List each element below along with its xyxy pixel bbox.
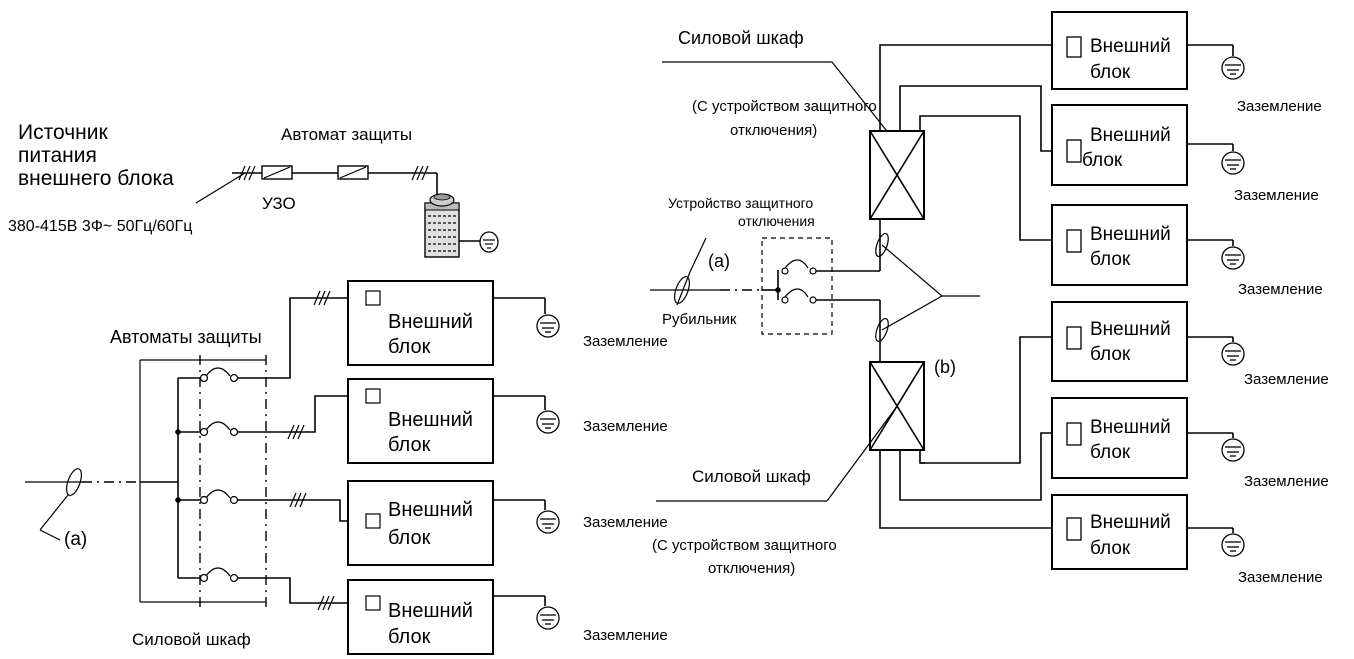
unit-label-line1: Внешний <box>388 499 473 521</box>
unit-label-line1: Внешний <box>388 600 473 622</box>
voltage-spec: 380-415В 3Ф~ 50Гц/60Гц <box>8 218 192 235</box>
wire-count-mark-2 <box>411 165 429 181</box>
unit-label-line2: блок <box>388 626 431 648</box>
earth-icon <box>536 314 560 338</box>
earth-label: Заземление <box>1238 569 1323 586</box>
earth-icon <box>1221 533 1245 557</box>
unit-label-line2: блок <box>388 336 431 358</box>
right-section: Силовой шкаф (С устройством защитного от… <box>650 11 1329 586</box>
switch-b-label: (b) <box>934 357 956 377</box>
unit-label-line2: блок <box>1090 62 1131 83</box>
earth-label: Заземление <box>583 418 668 435</box>
earth-label: Заземление <box>1244 371 1329 388</box>
cabinet-label: Силовой шкаф <box>132 630 251 649</box>
left-unit-4: Внешний блок Заземление <box>347 579 668 655</box>
earth-icon <box>536 606 560 630</box>
unit-label-line1: Внешний <box>1090 224 1171 245</box>
earth-icon <box>536 510 560 534</box>
earth-icon <box>1221 246 1245 270</box>
earth-label: Заземление <box>1237 98 1322 115</box>
cable-mark <box>875 317 889 343</box>
earth-label: Заземление <box>583 333 668 350</box>
earth-icon <box>1221 342 1245 366</box>
unit-label-line1: Внешний <box>1090 125 1171 146</box>
earth-icon <box>536 410 560 434</box>
unit-label-line1: Внешний <box>1090 512 1171 533</box>
breaker-1 <box>178 367 239 383</box>
wire-marks-left <box>287 290 335 611</box>
unit-label-line1: Внешний <box>388 409 473 431</box>
rcd-label-line1: Устройство защитного <box>668 195 813 211</box>
unit-label-line2: блок <box>388 527 431 549</box>
outdoor-unit-icon <box>424 193 460 258</box>
breakers-label: Автоматы защиты <box>110 327 262 347</box>
rcd-label-line2: отключения <box>738 213 815 229</box>
unit-label-line1: Внешний <box>1090 417 1171 438</box>
unit-label-line1: Внешний <box>388 311 473 333</box>
earth-label: Заземление <box>583 627 668 644</box>
source-leader <box>195 172 246 204</box>
wire-count-mark-1 <box>238 165 256 181</box>
earth-icon <box>1221 56 1245 80</box>
switch-a-label: (a) <box>708 251 730 271</box>
single-supply-section: Источник питания внешнего блока 380-415В… <box>8 121 499 258</box>
breaker-3 <box>178 489 239 505</box>
unit-label-line2: блок <box>1090 442 1131 463</box>
main-switch-a <box>39 468 82 541</box>
top-cabinet-note2: отключения) <box>730 122 817 139</box>
rcd-contacts <box>781 259 817 304</box>
right-unit-1: Внешний блок Заземление <box>1051 11 1322 115</box>
earth-label: Заземление <box>1238 281 1323 298</box>
unit-label-line2: блок <box>1090 249 1131 270</box>
unit-label-line2: блок <box>1090 538 1131 559</box>
breaker-2 <box>178 421 239 437</box>
unit-label-line2: блок <box>1090 344 1131 365</box>
left-unit-1: Внешний блок Заземление <box>347 280 668 366</box>
right-unit-2: Внешний блок Заземление <box>1051 104 1319 204</box>
left-unit-3: Внешний блок Заземление <box>347 480 668 566</box>
source-label-line3: внешнего блока <box>18 167 174 190</box>
switch-a-label: (a) <box>64 529 87 550</box>
rcd-label: УЗО <box>262 194 296 213</box>
unit-label-line2: блок <box>388 434 431 456</box>
breaker-4 <box>178 567 239 583</box>
source-label-line1: Источник <box>18 121 108 144</box>
earth-label: Заземление <box>1234 187 1319 204</box>
bottom-cabinet-note2: отключения) <box>708 560 795 577</box>
bottom-cabinet-note1: (С устройством защитного <box>652 537 837 554</box>
right-unit-3: Внешний блок Заземление <box>1051 204 1323 298</box>
left-cabinet-section: Автоматы защиты Силовой шкаф (a) <box>25 280 668 655</box>
earth-icon <box>1221 151 1245 175</box>
knife-switch <box>650 237 720 306</box>
unit-label-line1: Внешний <box>1090 36 1171 57</box>
cable-mark <box>875 232 889 258</box>
unit-label-line2: блок <box>1082 150 1123 171</box>
earth-label: Заземление <box>583 514 668 531</box>
knife-switch-label: Рубильник <box>662 311 737 328</box>
bottom-cabinet-title: Силовой шкаф <box>692 467 811 486</box>
source-label-line2: питания <box>18 144 97 167</box>
rcd-box <box>761 237 833 335</box>
top-cabinet-note1: (С устройством защитного <box>692 98 877 115</box>
unit-label-line1: Внешний <box>1090 319 1171 340</box>
top-cabinet-title: Силовой шкаф <box>678 28 804 48</box>
right-unit-4: Внешний блок Заземление <box>1051 301 1329 388</box>
earth-icon <box>1221 438 1245 462</box>
earth-icon <box>479 231 499 253</box>
earth-label: Заземление <box>1244 473 1329 490</box>
breaker-label: Автомат защиты <box>281 125 412 144</box>
right-unit-6: Внешний блок Заземление <box>1051 494 1323 586</box>
right-unit-5: Внешний блок Заземление <box>1051 397 1329 490</box>
left-unit-2: Внешний блок Заземление <box>347 378 668 464</box>
bracket-b <box>881 244 944 331</box>
